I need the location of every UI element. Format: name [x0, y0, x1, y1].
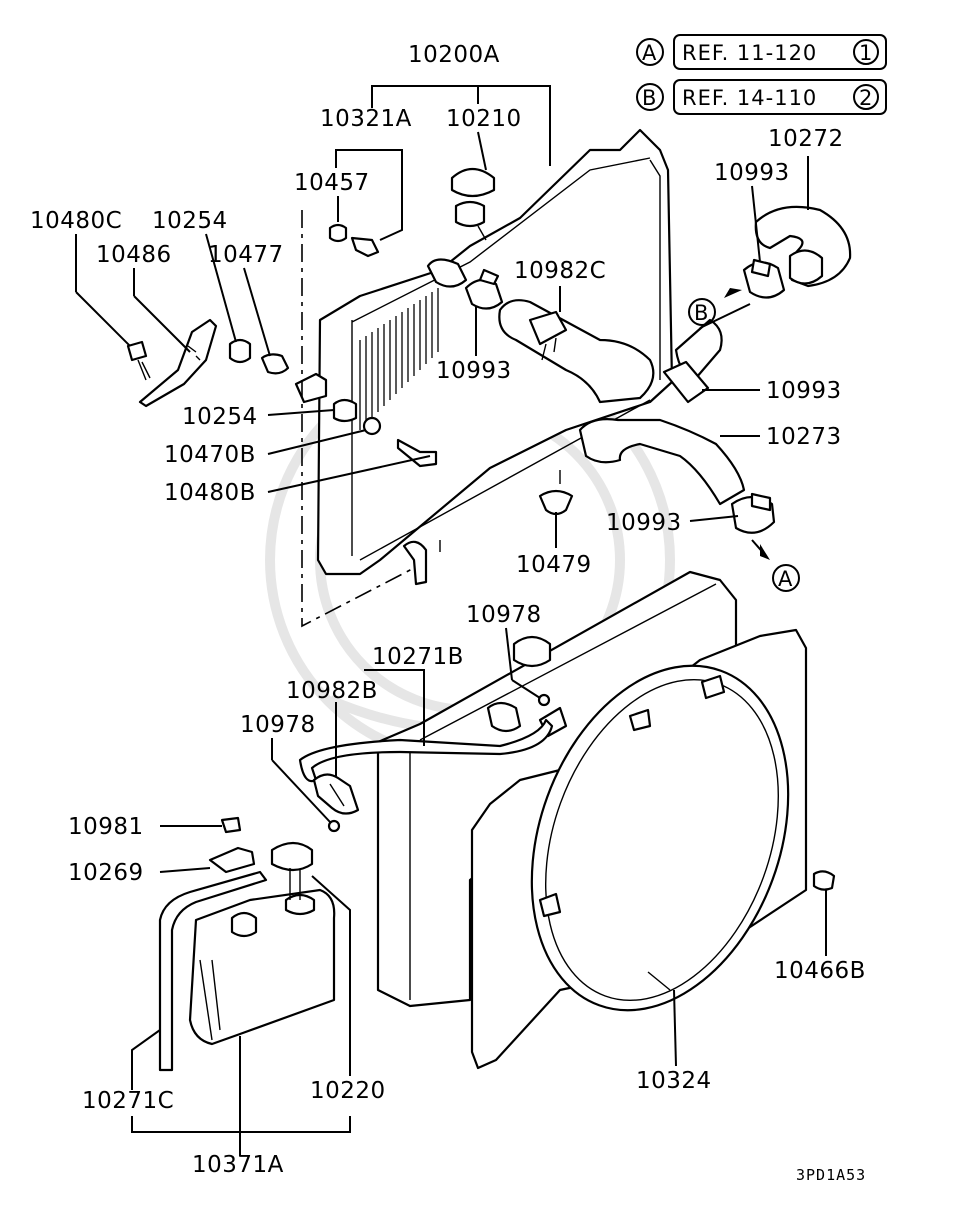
- label-10321A: 10321A: [320, 106, 412, 132]
- reference-a-letter: A: [642, 41, 657, 65]
- radiator: [316, 128, 674, 586]
- hose-clamp-3: [662, 360, 710, 404]
- label-10993-right: 10993: [766, 378, 842, 404]
- hose-clamp-1: [464, 268, 504, 310]
- reference-b-circle: [636, 83, 664, 111]
- leader-lines: [75, 85, 827, 1156]
- bracket-10486: [138, 318, 218, 408]
- label-10371A: 10371A: [192, 1152, 284, 1178]
- reference-b-box: [673, 79, 887, 115]
- label-10993-mid: 10993: [436, 358, 512, 384]
- label-10254-top: 10254: [152, 208, 228, 234]
- reference-a-circle: [636, 38, 664, 66]
- label-10254-left: 10254: [182, 404, 258, 430]
- reference-b-letter: B: [642, 86, 657, 110]
- reservoir-tank: [188, 841, 336, 1046]
- reference-b-num-circle: [853, 84, 879, 110]
- marker-a-letter: A: [778, 567, 793, 591]
- label-10480C: 10480C: [30, 208, 122, 234]
- reference-a-num-circle: [853, 39, 879, 65]
- lower-cap: [486, 635, 552, 733]
- label-10993-top: 10993: [714, 160, 790, 186]
- label-10477: 10477: [208, 242, 284, 268]
- bracket-10269: [208, 846, 256, 874]
- grommet-10457: [328, 223, 348, 243]
- label-10993-lower: 10993: [606, 510, 682, 536]
- hose-clamp-2: [742, 258, 786, 299]
- marker-b-letter: B: [694, 301, 709, 325]
- bolt-10480C: [126, 340, 151, 381]
- label-10200A: 10200A: [408, 42, 500, 68]
- tank-hose-10271C: [158, 870, 268, 1072]
- label-10978-top: 10978: [466, 602, 542, 628]
- label-10486: 10486: [96, 242, 172, 268]
- marker-b: B: [688, 298, 716, 326]
- drain-plug-10321A: [350, 236, 380, 258]
- reference-b-num: 2: [859, 86, 873, 110]
- label-10273: 10273: [766, 424, 842, 450]
- label-10978-left: 10978: [240, 712, 316, 738]
- bushing-10254b: [332, 398, 358, 423]
- fan-shroud: [470, 628, 808, 1070]
- reference-a-text: REF. 11-120: [682, 41, 817, 65]
- reference-a: A REF. 11-120 1: [636, 34, 887, 70]
- label-10981: 10981: [68, 814, 144, 840]
- guide-line: [301, 210, 415, 628]
- part-labels: 10200A 10321A 10210 10457 10480C 10254 1…: [30, 42, 866, 1178]
- hose-clamp-4: [730, 492, 776, 534]
- bolt-10480B: [396, 438, 438, 468]
- hose-clip-10982B: [312, 773, 360, 815]
- reference-a-box: [673, 34, 887, 70]
- label-10457: 10457: [294, 170, 370, 196]
- reference-b-text: REF. 14-110: [682, 86, 817, 110]
- label-10210: 10210: [446, 106, 522, 132]
- label-10982B: 10982B: [286, 678, 378, 704]
- drawing-code: 3PD1A53: [796, 1166, 866, 1184]
- upper-hose-clip: [528, 310, 568, 346]
- label-10324: 10324: [636, 1068, 712, 1094]
- label-10220: 10220: [310, 1078, 386, 1104]
- label-10479: 10479: [516, 552, 592, 578]
- radiator-inlet: [426, 258, 468, 288]
- label-10269: 10269: [68, 860, 144, 886]
- reference-a-num: 1: [859, 41, 873, 65]
- radiator-fins: [359, 288, 439, 430]
- label-10466B: 10466B: [774, 958, 866, 984]
- reference-b: B REF. 14-110 2: [636, 79, 887, 115]
- washer-10470B: [362, 416, 382, 436]
- label-10271B: 10271B: [372, 644, 464, 670]
- clip-10978b: [327, 819, 341, 833]
- sleeve-10477: [260, 353, 290, 375]
- marker-a: A: [772, 564, 800, 592]
- bushing-10254a: [228, 338, 252, 364]
- label-10470B: 10470B: [164, 442, 256, 468]
- top-hose-end: [788, 249, 824, 285]
- lower-hose: [578, 418, 746, 506]
- label-10271C: 10271C: [82, 1088, 174, 1114]
- bolt-10981: [220, 816, 242, 834]
- label-10982C: 10982C: [514, 258, 606, 284]
- nut-10466B: [812, 870, 836, 891]
- radiator-cap: [450, 167, 496, 241]
- label-10480B: 10480B: [164, 480, 256, 506]
- grommet-10479: [538, 489, 574, 516]
- label-10272: 10272: [768, 126, 844, 152]
- bracket-mount: [294, 372, 328, 404]
